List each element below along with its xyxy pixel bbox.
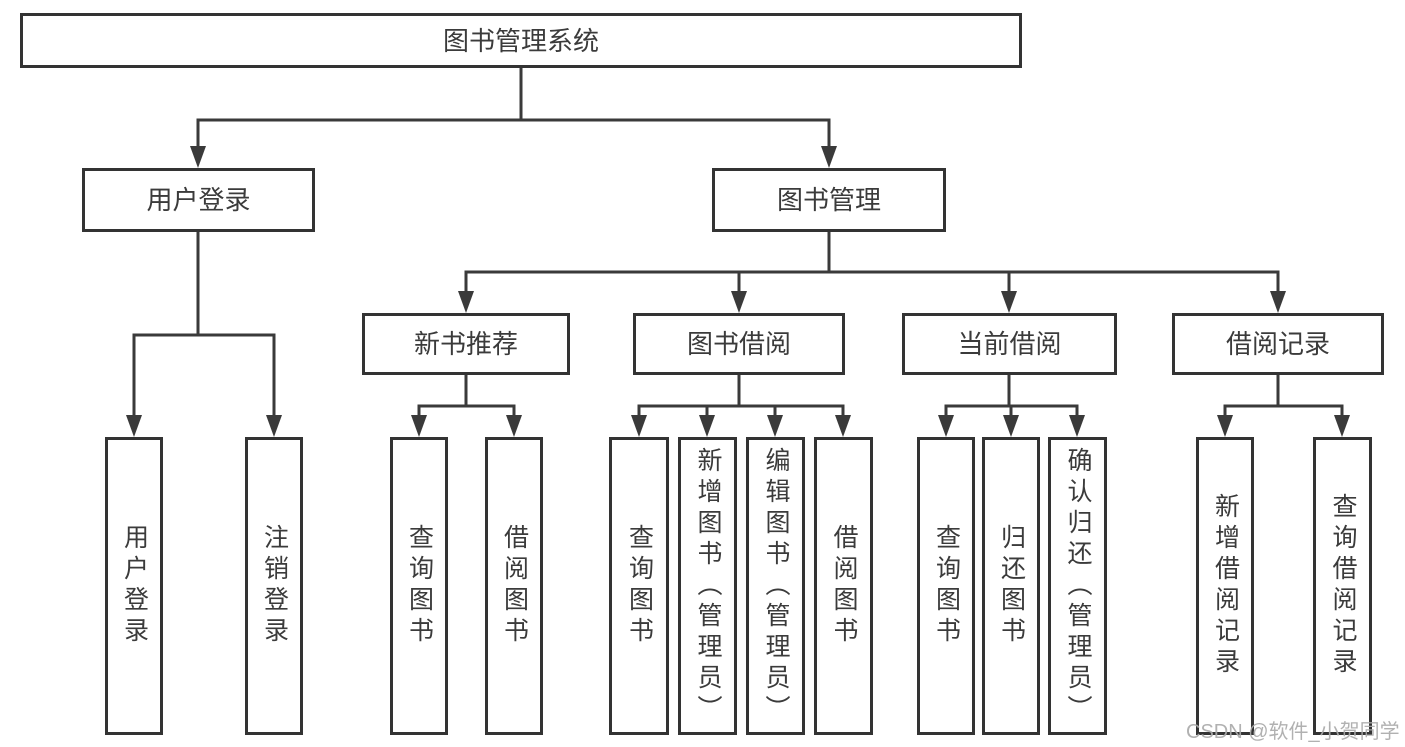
- node-leaf-return-books: 归还图书: [982, 437, 1040, 735]
- node-system-root: 图书管理系统: [20, 13, 1022, 68]
- node-leaf-user-login: 用户登录: [105, 437, 163, 735]
- watermark: CSDN @软件_小贺同学: [1186, 721, 1400, 743]
- node-leaf-borrow-books-1: 借阅图书: [485, 437, 543, 735]
- node-new-book-recommend: 新书推荐: [362, 313, 570, 375]
- node-book-management: 图书管理: [712, 168, 946, 232]
- node-borrowing-records: 借阅记录: [1172, 313, 1384, 375]
- node-leaf-add-borrow-record: 新增借阅记录: [1196, 437, 1254, 735]
- node-user-login: 用户登录: [82, 168, 315, 232]
- node-leaf-confirm-return-admin: 确认归还（管理员）: [1048, 437, 1107, 735]
- node-leaf-edit-books-admin: 编辑图书（管理员）: [746, 437, 805, 735]
- node-leaf-query-books-3: 查询图书: [917, 437, 975, 735]
- node-leaf-query-books-2: 查询图书: [609, 437, 669, 735]
- node-book-borrowing: 图书借阅: [633, 313, 845, 375]
- node-leaf-query-borrow-record: 查询借阅记录: [1313, 437, 1372, 735]
- node-leaf-add-books-admin: 新增图书（管理员）: [678, 437, 737, 735]
- node-leaf-query-books-1: 查询图书: [390, 437, 448, 735]
- node-leaf-logout: 注销登录: [245, 437, 303, 735]
- node-leaf-borrow-books-2: 借阅图书: [814, 437, 873, 735]
- node-current-borrowing: 当前借阅: [902, 313, 1117, 375]
